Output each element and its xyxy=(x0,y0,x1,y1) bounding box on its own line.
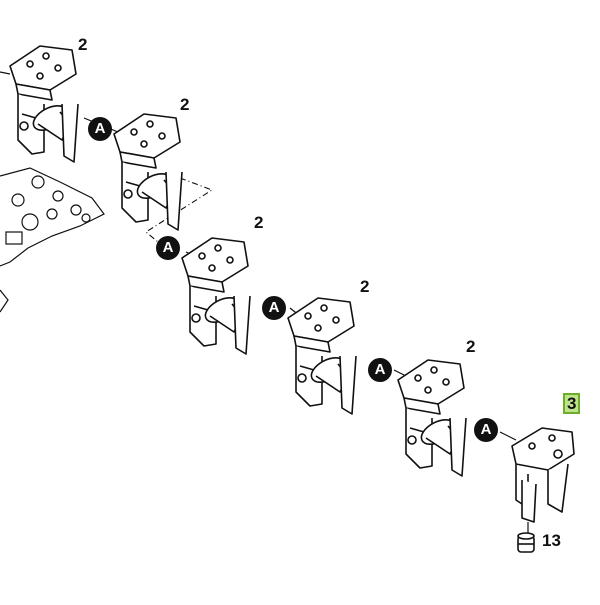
callout-part-13: 13 xyxy=(542,531,561,550)
callout-bracket-1: 2 xyxy=(78,35,88,54)
connector-a-badge: A xyxy=(474,418,498,442)
connector-a-badge: A xyxy=(88,117,112,141)
connector-a-badge: A xyxy=(156,236,180,260)
connector-a-badge: A xyxy=(262,296,286,320)
callout-part-3[interactable]: 3 xyxy=(563,393,581,414)
callout-bracket-5: 2 xyxy=(466,337,476,356)
callout-bracket-2: 2 xyxy=(180,95,190,114)
callout-bracket-4: 2 xyxy=(360,277,370,296)
connector-a-badge: A xyxy=(368,358,392,382)
callout-bracket-3: 2 xyxy=(254,213,264,232)
